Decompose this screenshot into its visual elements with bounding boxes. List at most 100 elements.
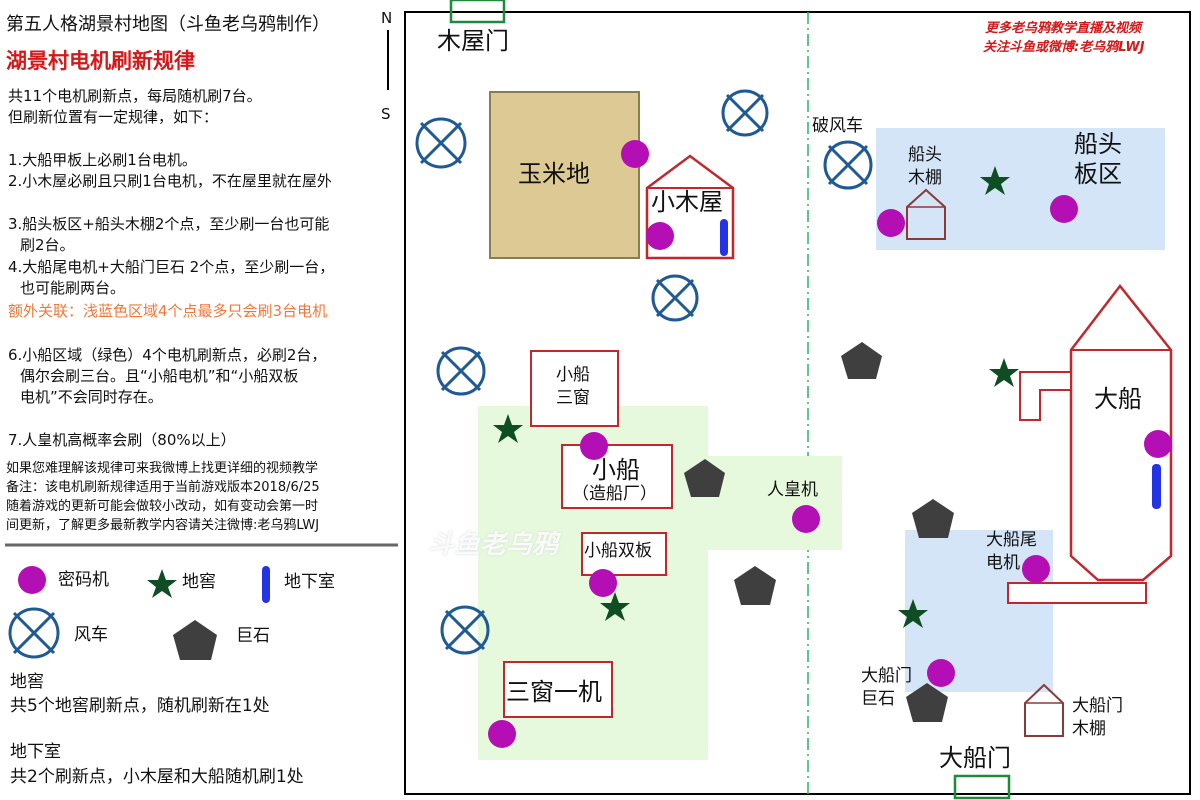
rule-line: 电机”不会同时存在。 — [20, 388, 163, 406]
big-ship-ramp — [1019, 371, 1072, 421]
basement-icon — [1152, 464, 1161, 509]
cipher-machine-icon — [488, 720, 516, 748]
windmill-icon — [436, 346, 486, 396]
rule-line: 7.人皇机高概率会刷（80%以上） — [8, 431, 236, 449]
legend-basement-icon — [262, 566, 270, 603]
label-bow-board: 船头 — [1074, 130, 1122, 158]
compass-south: S — [381, 105, 391, 123]
note-line: 间更新，了解更多最新教学内容请关注微博:老乌鸦LWJ — [6, 518, 320, 533]
dungeon-icon — [600, 592, 630, 621]
dungeon-icon — [980, 166, 1010, 195]
boulder-icon — [841, 342, 882, 379]
bow-board-zone — [876, 128, 1165, 250]
legend-windmill-icon — [8, 607, 60, 659]
basement-icon — [720, 219, 728, 256]
cipher-machine-icon — [792, 505, 820, 533]
note-line: 备注：该电机刷新规律适用于当前游戏版本2018/6/25 — [6, 480, 320, 495]
label-bow-shed: 木棚 — [908, 168, 942, 188]
cipher-machine-icon — [1050, 195, 1078, 223]
label-small-boat: 小船 — [592, 456, 640, 484]
label-cornfield: 玉米地 — [518, 160, 590, 188]
cipher-machine-icon — [621, 140, 649, 168]
big-ship-hull — [1069, 283, 1173, 582]
boulder-icon — [684, 459, 725, 497]
basement-info-title: 地下室 — [10, 742, 61, 762]
rule-line: 3.船头板区+船头木棚2个点，至少刷一台也可能 — [8, 215, 330, 233]
small-boat-double-box — [581, 532, 667, 576]
cipher-machine-icon — [580, 432, 608, 460]
intro-line: 但刷新位置有一定规律，如下： — [8, 108, 219, 126]
bow-shed-icon — [906, 188, 946, 240]
label-small-boat-double: 小船双板 — [584, 541, 652, 561]
dungeon-info-title: 地窖 — [10, 672, 44, 692]
label-ship-door-boulder: 大船门 — [861, 666, 912, 686]
map-title: 第五人格湖景村地图（斗鱼老乌鸦制作） — [6, 14, 330, 35]
windmill-icon — [440, 605, 490, 655]
cipher-machine-icon — [646, 222, 674, 250]
label-three-window: 三窗一机 — [506, 678, 602, 706]
label-small-cabin: 小木屋 — [651, 188, 723, 216]
label-ship-door-boulder: 巨石 — [861, 689, 895, 709]
promo-line: 关注斗鱼或微博:老乌鸦LWJ — [983, 40, 1145, 55]
promo-line: 更多老乌鸦教学直播及视频 — [985, 21, 1142, 36]
broken-windmill-icon — [823, 140, 873, 190]
boulder-icon — [734, 566, 776, 605]
label-small-boat-3win: 小船 — [556, 365, 590, 385]
label-bow-shed: 船头 — [908, 145, 942, 165]
boulder-icon — [912, 499, 954, 538]
cipher-machine-icon — [1144, 430, 1172, 458]
label-bow-board: 板区 — [1074, 160, 1122, 188]
label-stern-machine: 大船尾 — [986, 530, 1037, 550]
label-small-boat-3win: 三窗 — [556, 388, 590, 408]
compass-north: N — [381, 9, 393, 27]
label-shipyard: （造船厂） — [572, 484, 657, 504]
ship-door-shed-icon — [1024, 683, 1064, 737]
dungeon-icon — [898, 599, 928, 628]
rule-line: 刷2台。 — [20, 236, 75, 254]
legend-boulder-icon — [173, 620, 217, 660]
note-line: 随着游戏的更新可能会做较小改动，如有变动会第一时 — [6, 499, 319, 514]
ship-door-gate — [953, 774, 1011, 800]
legend-dungeon-icon — [147, 569, 177, 598]
dungeon-info-text: 共5个地窖刷新点，随机刷新在1处 — [10, 696, 270, 716]
rule-line: 偶尔会刷三台。且“小船电机”和“小船双板 — [20, 367, 299, 385]
big-ship-stern-board — [1007, 582, 1147, 604]
label-emperor-machine: 人皇机 — [767, 480, 818, 500]
boulder-icon — [906, 683, 948, 722]
label-big-ship: 大船 — [1094, 385, 1142, 413]
label-broken-windmill: 破风车 — [812, 116, 863, 136]
label-ship-door-shed: 大船门 — [1072, 696, 1123, 716]
legend-cipher-icon — [18, 566, 46, 594]
rule-title: 湖景村电机刷新规律 — [6, 49, 195, 73]
windmill-icon — [721, 89, 769, 137]
legend-cipher-label: 密码机 — [58, 570, 109, 590]
legend-windmill-label: 风车 — [74, 625, 108, 645]
rule-line: 6.小船区域（绿色）4个电机刷新点，必刷2台， — [8, 346, 327, 364]
small-boat-box — [561, 444, 673, 509]
dungeon-icon — [493, 414, 523, 443]
label-cabin-gate: 木屋门 — [437, 27, 509, 55]
basement-info-text: 共2个刷新点，小木屋和大船随机刷1处 — [10, 767, 304, 787]
dungeon-icon — [989, 358, 1019, 387]
rule-line: 也可能刷两台。 — [20, 279, 126, 297]
cornfield — [489, 91, 640, 259]
cipher-machine-icon — [927, 659, 955, 687]
rule-extra-line: 额外关联：浅蓝色区域4个点最多只会刷3台电机 — [8, 302, 328, 320]
cipher-machine-icon — [589, 569, 617, 597]
watermark: 斗鱼老乌鸦 — [428, 530, 559, 560]
cabin-gate — [449, 0, 506, 24]
label-ship-door-shed: 木棚 — [1072, 719, 1106, 739]
legend-boulder-label: 巨石 — [236, 626, 270, 646]
rule-line: 2.小木屋必刷且只刷1台电机，不在屋里就在屋外 — [8, 172, 332, 190]
stern-zone — [905, 530, 1053, 692]
cipher-machine-icon — [877, 209, 905, 237]
legend-dungeon-label: 地窖 — [182, 572, 216, 592]
label-ship-door: 大船门 — [939, 744, 1011, 772]
intro-line: 共11个电机刷新点，每局随机刷7台。 — [8, 87, 262, 105]
note-line: 如果您难理解该规律可来我微博上找更详细的视频教学 — [6, 461, 319, 476]
legend-basement-label: 地下室 — [284, 572, 335, 592]
rule-line: 1.大船甲板上必刷1台电机。 — [8, 151, 197, 169]
windmill-icon — [415, 117, 467, 169]
three-window-box — [503, 661, 613, 718]
